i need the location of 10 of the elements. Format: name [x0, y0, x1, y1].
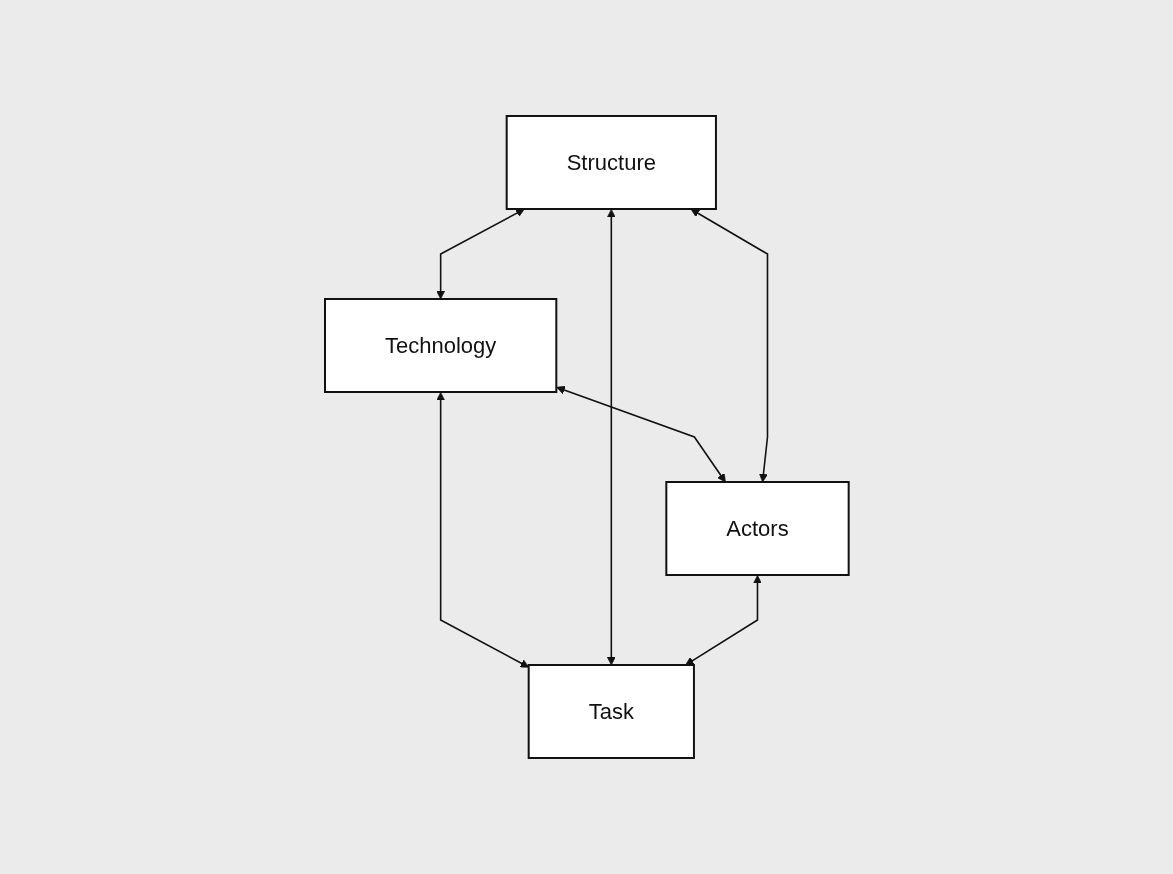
- node-box: Technology: [323, 298, 557, 393]
- arrow: [684, 575, 762, 666]
- node-box: Actors: [664, 481, 850, 576]
- node-box: Task: [527, 664, 695, 759]
- arrow: [690, 208, 768, 483]
- arrow: [606, 209, 616, 666]
- arrow: [435, 392, 529, 668]
- arrow: [555, 385, 726, 483]
- arrow: [435, 208, 525, 300]
- node-box: Structure: [505, 115, 717, 210]
